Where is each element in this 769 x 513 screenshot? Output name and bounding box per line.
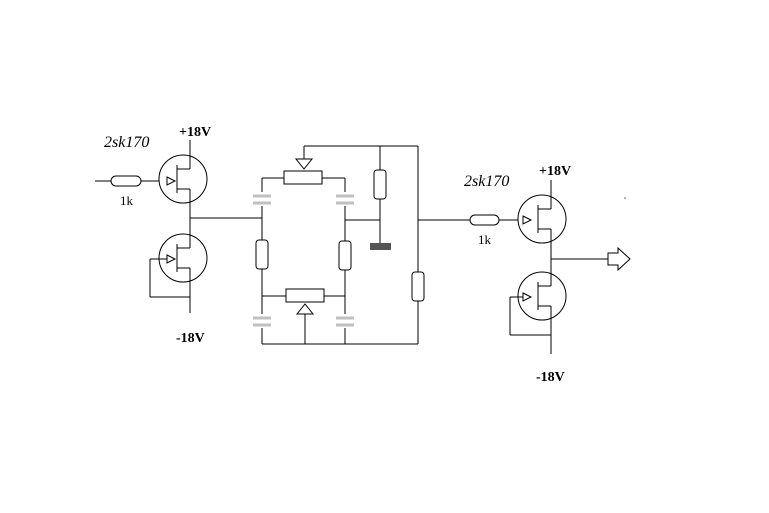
q2-supply-neg-label: -18V	[536, 370, 565, 385]
bottom-pot-wiper-icon	[295, 303, 315, 315]
q2-supply-pos-label: +18V	[539, 164, 571, 179]
capacitor-bottom-right	[336, 314, 354, 328]
q2-part-label: 2sk170	[464, 173, 509, 190]
left-resistor	[255, 239, 269, 270]
stage-1: 1k 2sk170 +18V	[95, 125, 262, 346]
right-resistor	[338, 240, 352, 271]
ground-plate-icon	[370, 243, 391, 250]
q1-supply-neg-label: -18V	[176, 331, 205, 346]
input-resistor-1k-stage2	[469, 214, 500, 226]
output-arrow-icon	[607, 246, 631, 272]
top-potentiometer	[283, 170, 323, 185]
q1-part-label: 2sk170	[104, 134, 149, 151]
input-resistor-1k	[110, 175, 142, 187]
capacitor-top-left	[253, 192, 271, 206]
jfet-q3-icon	[517, 194, 567, 244]
filter-network	[253, 145, 470, 345]
r-in1-label: 1k	[120, 193, 134, 208]
capacitor-top-right	[336, 192, 354, 206]
r-in2-label: 1k	[478, 232, 492, 247]
output-shunt-resistor	[411, 271, 425, 302]
stray-dot	[624, 197, 626, 199]
jfet-q4-icon	[510, 271, 567, 321]
bottom-potentiometer	[285, 288, 325, 303]
stage-2: 1k 2sk170 +18V	[464, 164, 631, 385]
jfet-q1-icon	[158, 154, 208, 204]
capacitor-bottom-left	[253, 314, 271, 328]
q1-supply-pos-label: +18V	[179, 125, 211, 140]
ground-branch-resistor	[373, 169, 387, 200]
top-pot-wiper-icon	[294, 158, 314, 170]
jfet-q2-icon	[150, 233, 208, 283]
